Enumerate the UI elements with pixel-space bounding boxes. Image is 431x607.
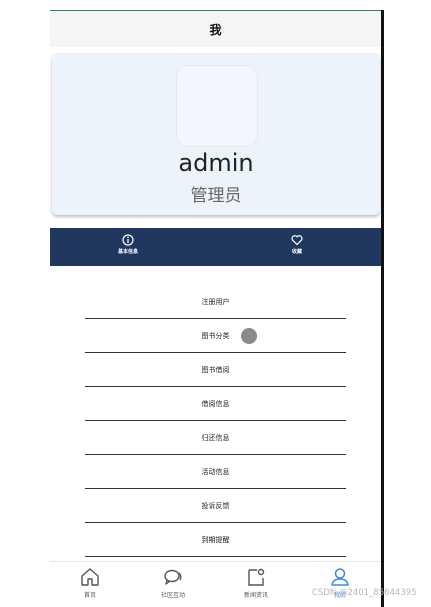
tab-home[interactable]: 首页 [60,566,120,599]
menu-item-label: 借阅信息 [201,399,230,408]
basic-info-button[interactable]: 基本信息 [98,234,158,255]
avatar[interactable] [176,65,258,147]
watermark: CSDN @2401_85644395 [312,588,417,598]
menu-item-return-info[interactable]: 归还信息 [85,421,346,455]
menu-item-borrow-info[interactable]: 借阅信息 [85,387,346,421]
home-icon [81,568,99,586]
username: admin [178,149,254,177]
tab-label: 新闻资讯 [243,592,268,599]
menu-list: 注册用户 图书分类 图书借阅 借阅信息 归还信息 活动信息 投诉反馈 到期提醒 [85,285,346,557]
info-bar: 基本信息 收藏 [50,228,381,266]
menu-item-register-user[interactable]: 注册用户 [85,285,346,319]
tab-community[interactable]: 社区互动 [143,566,203,599]
info-icon [122,234,134,246]
page-title: 我 [209,22,222,37]
heart-icon [291,235,303,246]
menu-item-book-borrow[interactable]: 图书借阅 [85,353,346,387]
phone-frame-edge [381,10,384,607]
menu-item-label: 活动信息 [201,467,230,476]
chat-icon [164,569,182,585]
user-role: 管理员 [190,186,242,206]
favorites-button[interactable]: 收藏 [267,234,327,255]
menu-item-label: 图书借阅 [201,365,230,374]
bottom-tab-bar: 首页 社区互动 新闻资讯 我的 [50,561,381,607]
tab-label: 首页 [83,592,96,599]
menu-item-label: 归还信息 [201,433,230,442]
phone-screen: 我 admin 管理员 基本信息 收藏 注册用户 图书分类 图书借阅 借阅信息 … [50,10,381,607]
user-icon [331,568,349,586]
menu-item-label: 投诉反馈 [201,501,230,510]
tab-label: 社区互动 [160,592,185,599]
menu-item-book-category[interactable]: 图书分类 [85,319,346,353]
profile-card: admin 管理员 [52,53,380,215]
touch-cursor [241,328,257,344]
menu-item-label: 注册用户 [201,297,230,306]
menu-item-due-reminder[interactable]: 到期提醒 [85,523,346,557]
menu-item-label: 图书分类 [201,331,230,340]
tab-label: 我的 [333,592,346,599]
news-icon [248,568,265,586]
tab-news[interactable]: 新闻资讯 [226,566,286,599]
tab-me[interactable]: 我的 [310,566,370,599]
menu-item-activity-info[interactable]: 活动信息 [85,455,346,489]
menu-item-label: 到期提醒 [201,535,230,544]
favorites-label: 收藏 [291,249,302,255]
menu-item-complaint-feedback[interactable]: 投诉反馈 [85,489,346,523]
page-header: 我 [50,10,381,47]
basic-info-label: 基本信息 [117,249,138,255]
